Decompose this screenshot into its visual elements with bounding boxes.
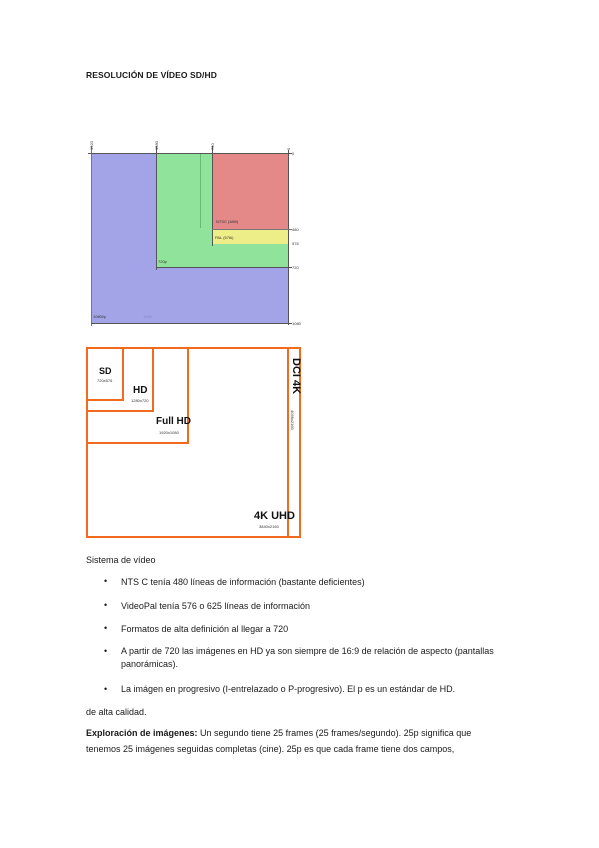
- list-item: VideoPal tenía 576 o 625 líneas de infor…: [121, 601, 310, 611]
- paragraph-line-1: Exploración de imágenes: Un segundo tien…: [86, 728, 471, 738]
- tick-right-576: 576: [292, 241, 299, 246]
- tick-top-720: 720: [210, 143, 215, 150]
- tick-right-480: 480: [292, 227, 299, 232]
- res-hd: 1280x720: [131, 398, 149, 403]
- region-ntsc: [212, 153, 288, 229]
- label-hd: HD: [133, 385, 148, 396]
- label-4k-uhd: 4K UHD: [254, 510, 295, 522]
- list-item: A partir de 720 las imágenes en HD ya so…: [121, 646, 494, 669]
- guide-line-1280: [156, 146, 157, 270]
- label-sd: SD: [99, 366, 112, 376]
- paragraph-text: Un segundo tiene 25 frames (25 frames/se…: [197, 728, 472, 738]
- guide-line-480: [212, 229, 292, 230]
- continuation-text: de alta calidad.: [86, 707, 147, 717]
- bullet-dot: •: [104, 646, 108, 656]
- guide-line-720: [212, 146, 213, 246]
- bullet-dot: •: [104, 576, 108, 586]
- label-ntsc: NTSC (480i): [216, 219, 239, 224]
- label-dci-4k: DCI 4K: [290, 358, 302, 395]
- bullet-dot: •: [104, 623, 108, 633]
- tick-top-1280: 1280: [154, 141, 159, 150]
- guide-line-inner: [200, 153, 201, 228]
- paragraph-heading: Exploración de imágenes:: [86, 728, 198, 738]
- list-item: Formatos de alta definición al llegar a …: [121, 624, 289, 634]
- list-item: NTS C tenía 480 líneas de información (b…: [121, 577, 365, 587]
- label-720p: 720p: [158, 259, 167, 264]
- guide-line-right: [288, 150, 289, 325]
- res-full-hd: 1920x1080: [159, 430, 179, 435]
- tick-top-1920: 1920: [89, 141, 94, 150]
- guide-line-1080: [91, 323, 292, 324]
- guide-line-top: [88, 153, 292, 154]
- label-pal: PAL (576i): [215, 235, 234, 240]
- bullet-dot: •: [104, 600, 108, 610]
- paragraph-line-2: tenemos 25 imágenes seguidas completas (…: [86, 744, 455, 754]
- tick-right-0: 0: [292, 151, 295, 156]
- label-mid: 1080: [143, 314, 152, 319]
- tick-right-1080: 1080: [292, 321, 301, 326]
- list-item: La imágen en progresivo (I-entrelazado o…: [121, 684, 456, 694]
- section-label: Sistema de vídeo: [86, 555, 156, 565]
- document-title: RESOLUCIÓN DE VÍDEO SD/HD: [86, 70, 217, 80]
- tick-top-0: 0: [286, 147, 291, 150]
- label-1080: 1080i/p: [93, 314, 107, 319]
- res-4k-uhd: 3840x2160: [259, 524, 279, 529]
- box-sd: [86, 347, 124, 401]
- tick-right-720: 720: [292, 265, 299, 270]
- res-dci-4k: 4096x2160: [290, 410, 295, 430]
- bullet-dot: •: [104, 684, 108, 694]
- guide-line-720h: [156, 267, 292, 268]
- res-sd: 720x576: [97, 378, 113, 383]
- label-full-hd: Full HD: [156, 416, 191, 427]
- guide-line-1920: [91, 146, 92, 326]
